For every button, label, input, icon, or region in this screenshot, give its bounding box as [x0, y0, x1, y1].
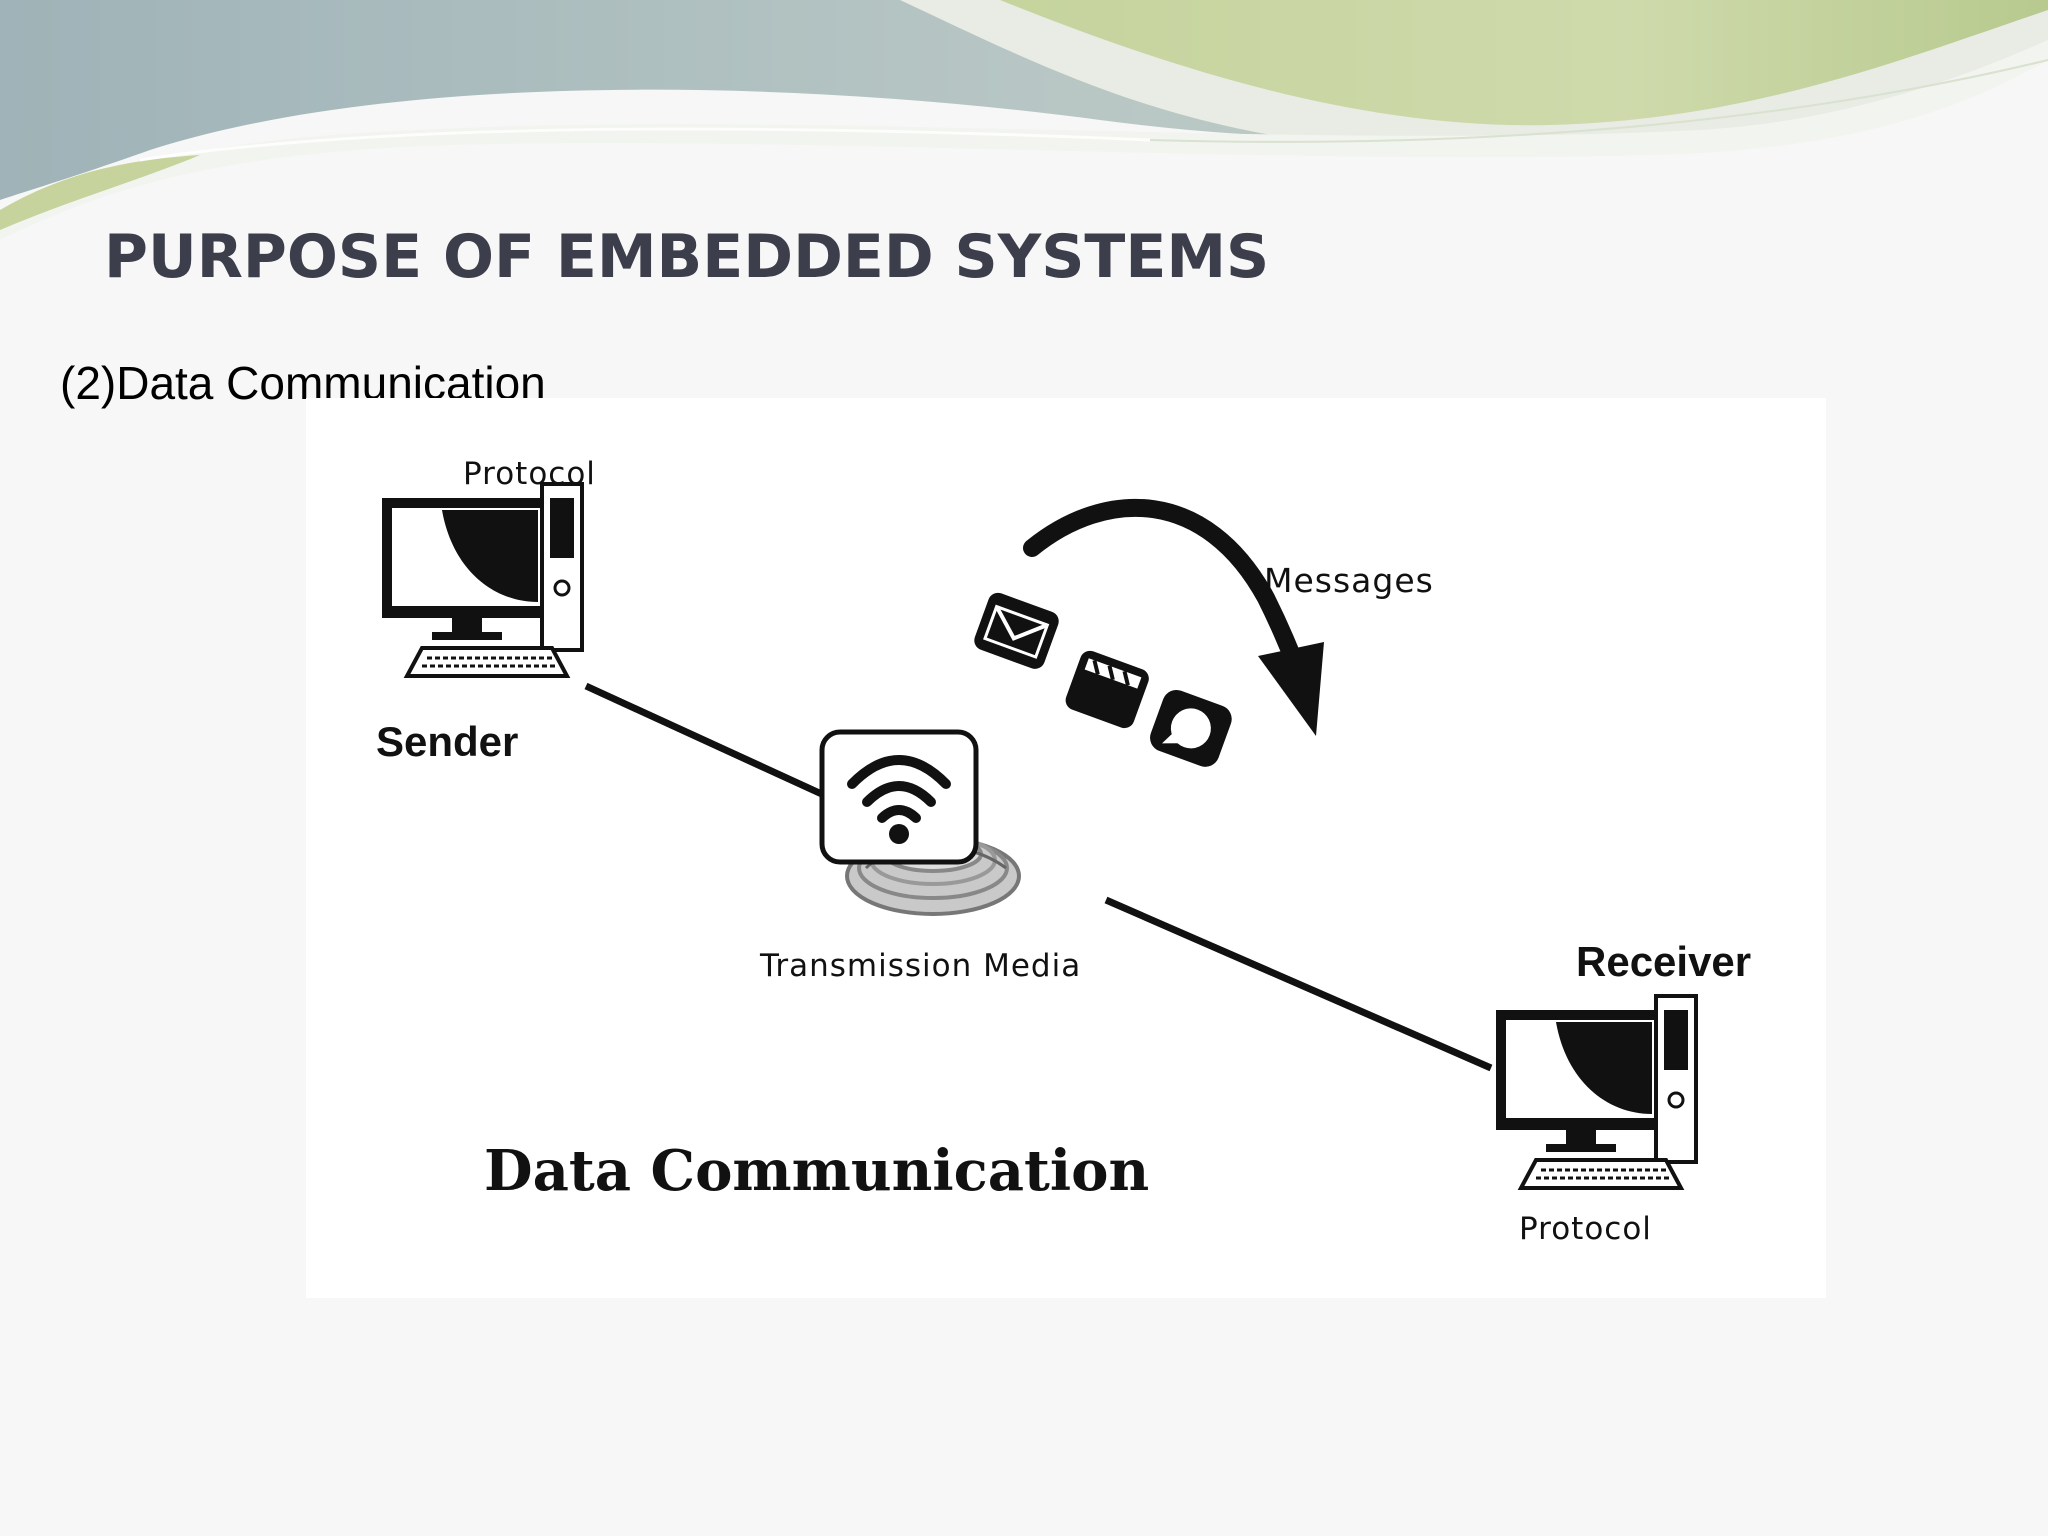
sender-computer-icon [382, 482, 584, 678]
sender-protocol-label: Protocol [463, 456, 596, 492]
data-communication-diagram: Protocol Sender Messages Transmission Me… [306, 398, 1826, 1298]
receiver-link-line [1104, 896, 1493, 1072]
sender-link-line [584, 682, 828, 800]
messages-label: Messages [1264, 561, 1434, 600]
receiver-computer-icon [1496, 994, 1698, 1190]
diagram-caption: Data Communication [484, 1138, 1150, 1204]
header-wave-decoration [0, 0, 2048, 240]
receiver-protocol-label: Protocol [1519, 1211, 1652, 1247]
video-icon [1065, 650, 1149, 729]
sender-label: Sender [376, 718, 519, 765]
curved-arrow-icon [1023, 498, 1324, 736]
envelope-icon [974, 592, 1059, 669]
chat-icon [1150, 689, 1232, 767]
diagram-graphics [382, 482, 1698, 1190]
wifi-icon [819, 729, 979, 865]
receiver-label: Receiver [1576, 938, 1752, 985]
slide-title: PURPOSE OF EMBEDDED SYSTEMS [104, 222, 1270, 292]
transmission-media-label: Transmission Media [760, 948, 1082, 984]
